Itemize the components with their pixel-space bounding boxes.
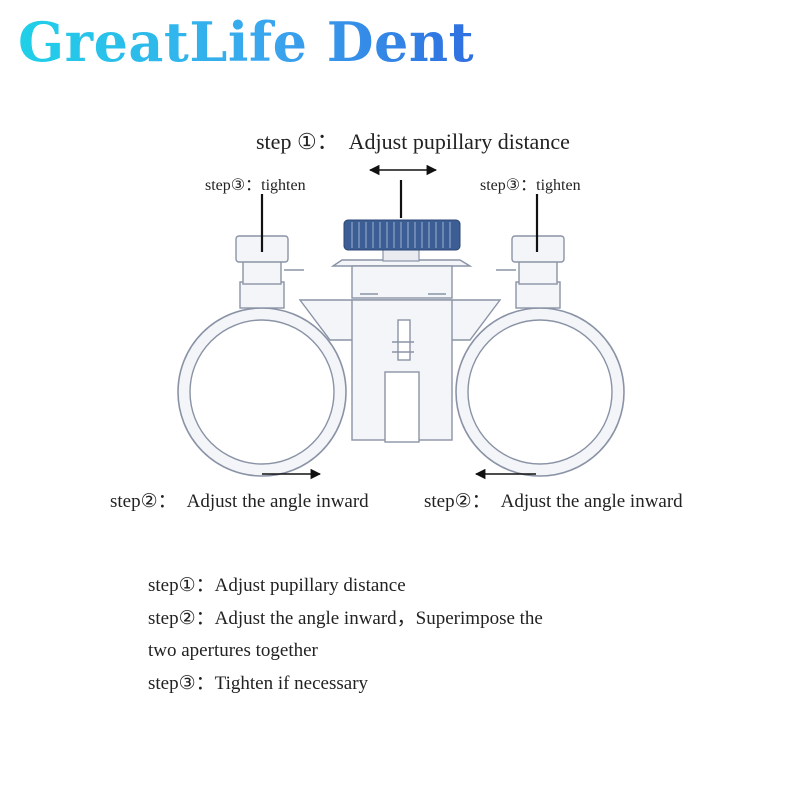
brand-logo: GreatLife Dent: [18, 10, 475, 74]
callout-step-number: step ①：: [256, 129, 339, 154]
note-line: step③：Tighten if necessary: [148, 672, 369, 694]
note-line: two apertures together: [148, 640, 318, 661]
tightening-screw-icon: [235, 235, 304, 309]
callout-step2-left: step②： Adjust the angle inward: [110, 486, 369, 513]
callout-text: tighten: [536, 177, 581, 194]
note-line: step①：Adjust pupillary distance: [148, 575, 406, 596]
right-lens-ring: [455, 307, 625, 477]
callout-step-number: step②：: [424, 491, 491, 512]
callout-step-number: step②：: [110, 491, 177, 512]
callout-text: Adjust the angle inward: [500, 491, 683, 512]
callout-text: Adjust pupillary distance: [348, 129, 570, 154]
note-line: step②：Adjust the angle inward，Superimpos…: [148, 607, 543, 629]
instruction-notes: step①：Adjust pupillary distance step②：Ad…: [148, 570, 543, 700]
callout-step-number: step③：: [480, 177, 537, 194]
callout-step-number: step③：: [205, 177, 262, 194]
callout-step3-left: step③：tighten: [205, 171, 306, 195]
left-lens-ring: [177, 307, 347, 477]
adjustment-knob-icon: [343, 219, 461, 262]
callout-text: Adjust the angle inward: [186, 491, 369, 512]
callout-step2-right: step②： Adjust the angle inward: [424, 486, 683, 513]
callout-step1-pupillary: step ①： Adjust pupillary distance: [256, 124, 570, 156]
callout-step3-right: step③：tighten: [480, 171, 581, 195]
tightening-screw-icon: [496, 235, 565, 309]
callout-text: tighten: [261, 177, 306, 194]
central-body: [298, 259, 502, 443]
